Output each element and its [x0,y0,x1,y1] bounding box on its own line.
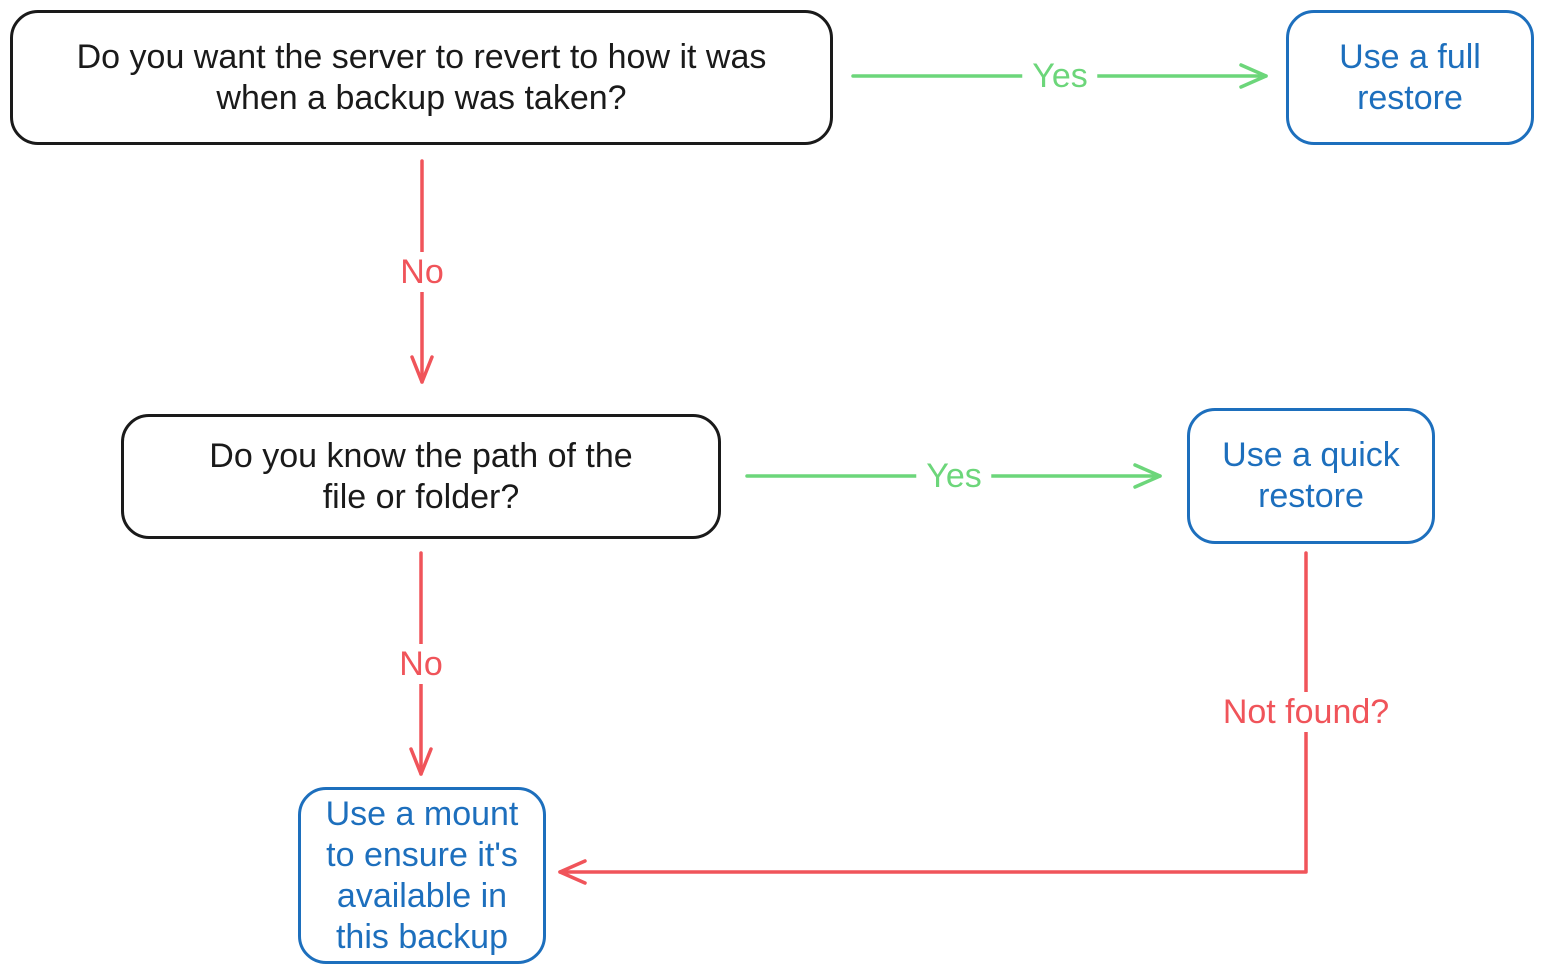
answer-full-restore: Use a full restore [1286,10,1534,145]
node-text-line: when a backup was taken? [216,78,627,117]
edge-label-not-found: Not found? [1212,692,1400,732]
question-know-path: Do you know the path of the file or fold… [121,414,721,539]
edge-label-q2-no: No [389,644,453,684]
arrowhead-icon [558,859,587,885]
arrowhead-icon [1133,463,1162,489]
node-text-line: this backup [335,917,508,956]
edge-label-q1-yes: Yes [1022,56,1098,96]
node-text-line: Use a full [1339,37,1481,76]
node-text-line: restore [1258,477,1364,515]
node-text-line: Use a quick [1222,436,1400,474]
answer-quick-restore: Use a quick restore [1187,408,1435,544]
node-text-line: available in [336,876,508,915]
node-text-line: to ensure it's [326,835,518,874]
edge-label-q1-no: No [390,252,454,292]
question-revert-server: Do you want the server to revert to how … [10,10,833,145]
arrowhead-icon [409,747,433,776]
node-text-line: Do you want the server to revert to how … [76,37,767,76]
node-text-line: restore [1357,78,1463,117]
arrowhead-icon [1239,63,1268,89]
node-text-line: file or folder? [322,477,520,516]
node-text-line: Do you know the path of the [209,436,633,475]
node-text-line: Use a mount [325,794,519,833]
edge-label-q2-yes: Yes [916,456,992,496]
arrowhead-icon [410,355,434,384]
edge-quick-not-found [558,551,1308,885]
answer-use-mount: Use a mount to ensure it's available in … [298,787,546,964]
